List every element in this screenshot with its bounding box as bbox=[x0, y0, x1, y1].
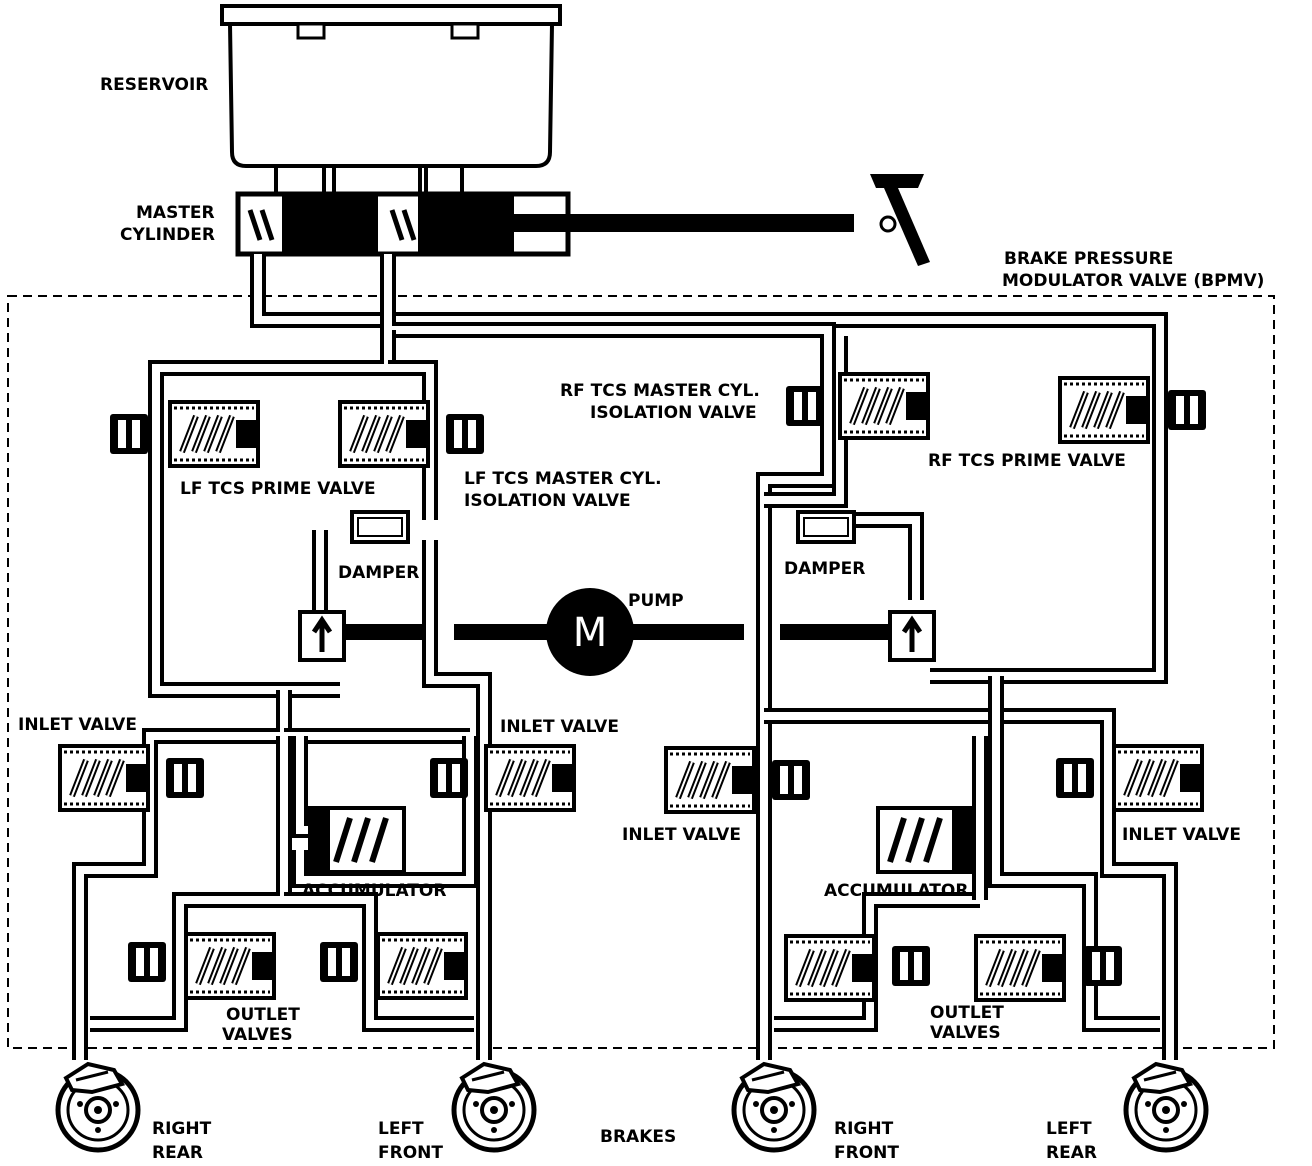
lf-prime-solenoid bbox=[110, 414, 148, 454]
inlet-solenoid-left-front bbox=[430, 758, 468, 798]
accumulator-right bbox=[876, 806, 974, 874]
outlet-solenoid-2 bbox=[320, 942, 358, 982]
damper-left bbox=[350, 510, 410, 544]
left-front-label-2: FRONT bbox=[378, 1143, 443, 1163]
rf-prime-solenoid bbox=[1168, 390, 1206, 430]
rf-prime-label: RF TCS PRIME VALVE bbox=[928, 451, 1126, 471]
rf-tcs-prime-valve bbox=[1060, 378, 1148, 442]
right-front-label-2: FRONT bbox=[834, 1143, 899, 1163]
damper-right-label: DAMPER bbox=[784, 559, 865, 579]
inlet-valve-label-4: INLET VALVE bbox=[1122, 825, 1241, 845]
lf-isolation-solenoid bbox=[446, 414, 484, 454]
damper-right bbox=[796, 510, 856, 544]
master-cylinder bbox=[235, 164, 930, 266]
left-front-label-1: LEFT bbox=[378, 1119, 424, 1139]
inlet-solenoid-right-front bbox=[772, 760, 810, 800]
pump-label: PUMP bbox=[628, 591, 684, 611]
outlet-right-label-1: OUTLET bbox=[930, 1003, 1004, 1023]
rf-isolation-solenoid bbox=[786, 386, 824, 426]
lf-iso-label-1: LF TCS MASTER CYL. bbox=[464, 469, 662, 489]
rf-iso-label-1: RF TCS MASTER CYL. bbox=[560, 381, 760, 401]
outlet-valve-2 bbox=[378, 934, 466, 998]
reservoir-label: RESERVOIR bbox=[100, 75, 208, 95]
accumulator-left-label: ACCUMULATOR bbox=[302, 881, 446, 901]
master-cylinder-label-1: MASTER bbox=[136, 203, 215, 223]
outlet-solenoid-3 bbox=[892, 946, 930, 986]
rf-tcs-isolation-valve bbox=[840, 374, 928, 438]
outlet-valve-1 bbox=[186, 934, 274, 998]
brake-right-rear bbox=[58, 1064, 138, 1150]
brake-left-front bbox=[454, 1064, 534, 1150]
outlet-left-label-2: VALVES bbox=[222, 1025, 293, 1045]
inlet-valve-label-1: INLET VALVE bbox=[18, 715, 137, 735]
right-rear-label-1: RIGHT bbox=[152, 1119, 212, 1139]
reservoir bbox=[220, 4, 562, 168]
outlet-right-label-2: VALVES bbox=[930, 1023, 1001, 1043]
bpmv-boundary bbox=[7, 295, 1275, 1049]
brake-left-rear bbox=[1126, 1064, 1206, 1150]
left-rear-label-2: REAR bbox=[1046, 1143, 1097, 1163]
master-cylinder-label-2: CYLINDER bbox=[120, 225, 215, 245]
outlet-solenoid-4 bbox=[1084, 946, 1122, 986]
inlet-valve-label-3: INLET VALVE bbox=[622, 825, 741, 845]
inlet-valve-right-rear bbox=[60, 746, 148, 810]
rf-iso-label-2: ISOLATION VALVE bbox=[590, 403, 757, 423]
bpmv-label-2: MODULATOR VALVE (BPMV) bbox=[1002, 271, 1264, 291]
inlet-valve-right-front bbox=[666, 748, 754, 812]
right-rear-label-2: REAR bbox=[152, 1143, 203, 1163]
brakes-label: BRAKES bbox=[600, 1127, 676, 1147]
pump-piston-left bbox=[298, 610, 346, 662]
inlet-solenoid-left-rear bbox=[1056, 758, 1094, 798]
motor-label: M bbox=[573, 610, 608, 656]
accumulator-left bbox=[308, 806, 406, 874]
pump-piston-right bbox=[888, 610, 936, 662]
outlet-left-label-1: OUTLET bbox=[226, 1005, 300, 1025]
inlet-valve-left-front bbox=[486, 746, 574, 810]
lf-prime-label: LF TCS PRIME VALVE bbox=[180, 479, 376, 499]
damper-left-label: DAMPER bbox=[338, 563, 419, 583]
outlet-valve-4 bbox=[976, 936, 1064, 1000]
outlet-valve-3 bbox=[786, 936, 874, 1000]
right-front-label-1: RIGHT bbox=[834, 1119, 894, 1139]
left-rear-label-1: LEFT bbox=[1046, 1119, 1092, 1139]
outlet-solenoid-1 bbox=[128, 942, 166, 982]
pump-motor: M bbox=[546, 588, 634, 676]
lf-iso-label-2: ISOLATION VALVE bbox=[464, 491, 631, 511]
inlet-solenoid-right-rear bbox=[166, 758, 204, 798]
brake-right-front bbox=[734, 1064, 814, 1150]
inlet-valve-left-rear bbox=[1114, 746, 1202, 810]
lf-tcs-prime-valve bbox=[170, 402, 258, 466]
lf-tcs-isolation-valve bbox=[340, 402, 428, 466]
inlet-valve-label-2: INLET VALVE bbox=[500, 717, 619, 737]
bpmv-label-1: BRAKE PRESSURE bbox=[1004, 249, 1173, 269]
accumulator-right-label: ACCUMULATOR bbox=[824, 881, 968, 901]
